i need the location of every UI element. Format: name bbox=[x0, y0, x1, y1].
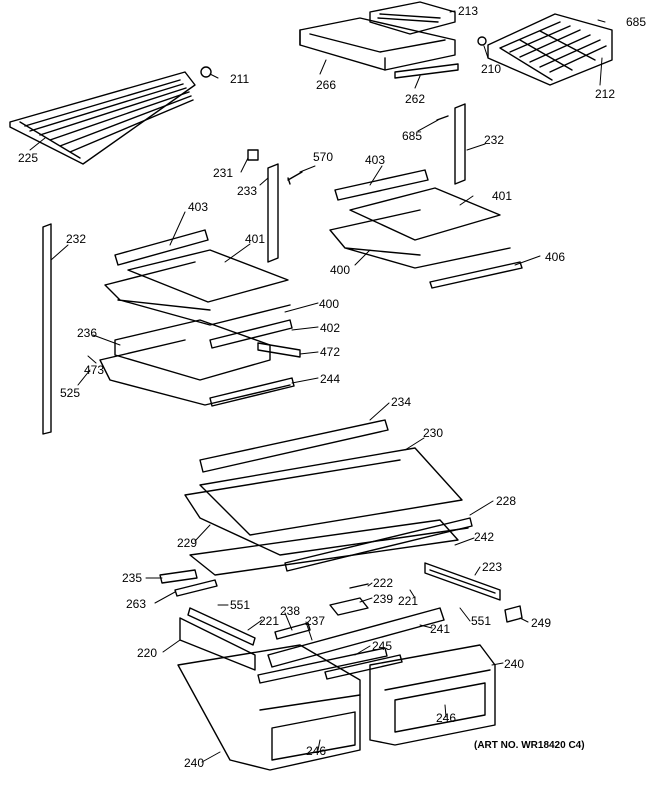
callout-230: 230 bbox=[423, 426, 444, 440]
glass-401-right bbox=[349, 187, 501, 241]
callout-403-left: 403 bbox=[188, 200, 209, 214]
callout-228: 228 bbox=[496, 494, 517, 508]
glass-242 bbox=[189, 519, 459, 576]
callout-220: 220 bbox=[137, 646, 158, 660]
callout-236: 236 bbox=[77, 326, 98, 340]
callout-235: 235 bbox=[122, 571, 143, 585]
ladder-232-left bbox=[42, 223, 52, 435]
callout-242: 242 bbox=[474, 530, 495, 544]
bracket-239 bbox=[329, 597, 369, 616]
callout-246-left: 246 bbox=[306, 744, 327, 758]
callout-221-left: 221 bbox=[259, 614, 280, 628]
callout-473: 473 bbox=[84, 363, 105, 377]
callout-225: 225 bbox=[18, 151, 39, 165]
callout-233: 233 bbox=[237, 184, 258, 198]
callout-231: 231 bbox=[213, 166, 234, 180]
callout-406: 406 bbox=[545, 250, 566, 264]
callout-229: 229 bbox=[177, 536, 198, 550]
callout-212: 212 bbox=[595, 87, 616, 101]
trim-406 bbox=[429, 261, 523, 289]
crisper-236 bbox=[99, 319, 291, 406]
callout-240-right: 240 bbox=[504, 657, 525, 671]
callout-400-right: 400 bbox=[330, 263, 351, 277]
callout-232-left: 232 bbox=[66, 232, 87, 246]
callout-211: 211 bbox=[230, 72, 250, 86]
shelf-400-right bbox=[329, 209, 511, 269]
callout-213: 213 bbox=[458, 4, 479, 18]
callout-262: 262 bbox=[405, 92, 426, 106]
leader-lines bbox=[29, 10, 606, 763]
callout-403-right: 403 bbox=[365, 153, 386, 167]
pan-cover-213 bbox=[369, 1, 456, 35]
screw-570 bbox=[287, 171, 303, 185]
wire-shelf-225 bbox=[9, 71, 196, 165]
art-number-caption: (ART NO. WR18420 C4) bbox=[474, 740, 585, 751]
callout-240-left: 240 bbox=[184, 756, 205, 770]
ladder-233 bbox=[267, 163, 279, 263]
trim-244 bbox=[209, 377, 295, 407]
trim-228 bbox=[284, 517, 473, 572]
shelf-229 bbox=[184, 459, 469, 556]
clip-231 bbox=[247, 149, 259, 161]
callout-234: 234 bbox=[391, 395, 412, 409]
cover-241-238 bbox=[267, 607, 445, 668]
callout-472: 472 bbox=[320, 345, 341, 359]
callout-570: 570 bbox=[313, 150, 334, 164]
callout-239: 239 bbox=[373, 592, 394, 606]
bracket-223 bbox=[424, 562, 501, 601]
rail-262 bbox=[394, 63, 459, 79]
glass-401-left bbox=[127, 249, 289, 303]
ladder-232-right bbox=[454, 103, 466, 185]
callout-685-mid: 685 bbox=[402, 129, 423, 143]
callout-400-left: 400 bbox=[319, 297, 340, 311]
callout-246-right: 246 bbox=[436, 711, 457, 725]
callout-237: 237 bbox=[305, 614, 326, 628]
callout-685-top: 685 bbox=[626, 15, 647, 29]
roller-210 bbox=[477, 36, 487, 46]
trim-402 bbox=[209, 319, 293, 349]
callout-210: 210 bbox=[481, 62, 502, 76]
clip-211 bbox=[200, 66, 212, 78]
clip-249 bbox=[504, 605, 523, 623]
callout-402: 402 bbox=[320, 321, 341, 335]
rail-221-left bbox=[187, 607, 256, 646]
callout-263: 263 bbox=[126, 597, 147, 611]
shelf-400-left bbox=[104, 261, 291, 326]
callout-401-left: 401 bbox=[245, 232, 266, 246]
trim-472 bbox=[257, 342, 301, 358]
pan-240-right bbox=[369, 644, 496, 746]
callout-245: 245 bbox=[372, 639, 393, 653]
callout-244: 244 bbox=[320, 372, 341, 386]
callout-551-right: 551 bbox=[471, 614, 492, 628]
callout-525: 525 bbox=[60, 386, 81, 400]
callout-222: 222 bbox=[373, 576, 394, 590]
callout-551-left: 551 bbox=[230, 598, 251, 612]
callout-238: 238 bbox=[280, 604, 301, 618]
shelf-frame-234 bbox=[199, 419, 389, 473]
pan-240-left bbox=[177, 644, 361, 771]
rail-245 bbox=[257, 647, 403, 684]
support-220 bbox=[179, 617, 256, 671]
screw-685-b bbox=[436, 115, 449, 121]
callout-221-right: 221 bbox=[398, 594, 419, 608]
trim-263 bbox=[174, 579, 218, 597]
meat-pan-266 bbox=[299, 17, 456, 71]
trim-235 bbox=[159, 569, 198, 584]
callout-266: 266 bbox=[316, 78, 337, 92]
wire-rack-212 bbox=[487, 13, 613, 86]
callout-249: 249 bbox=[531, 616, 552, 630]
callout-241: 241 bbox=[430, 622, 451, 636]
callout-223: 223 bbox=[482, 560, 503, 574]
glass-230 bbox=[199, 447, 463, 536]
callout-401-right: 401 bbox=[492, 189, 513, 203]
shelf-frame-403-left bbox=[114, 229, 209, 266]
shelf-frame-403-right bbox=[334, 169, 429, 201]
callout-232-right: 232 bbox=[484, 133, 505, 147]
bracket-222 bbox=[349, 583, 369, 589]
